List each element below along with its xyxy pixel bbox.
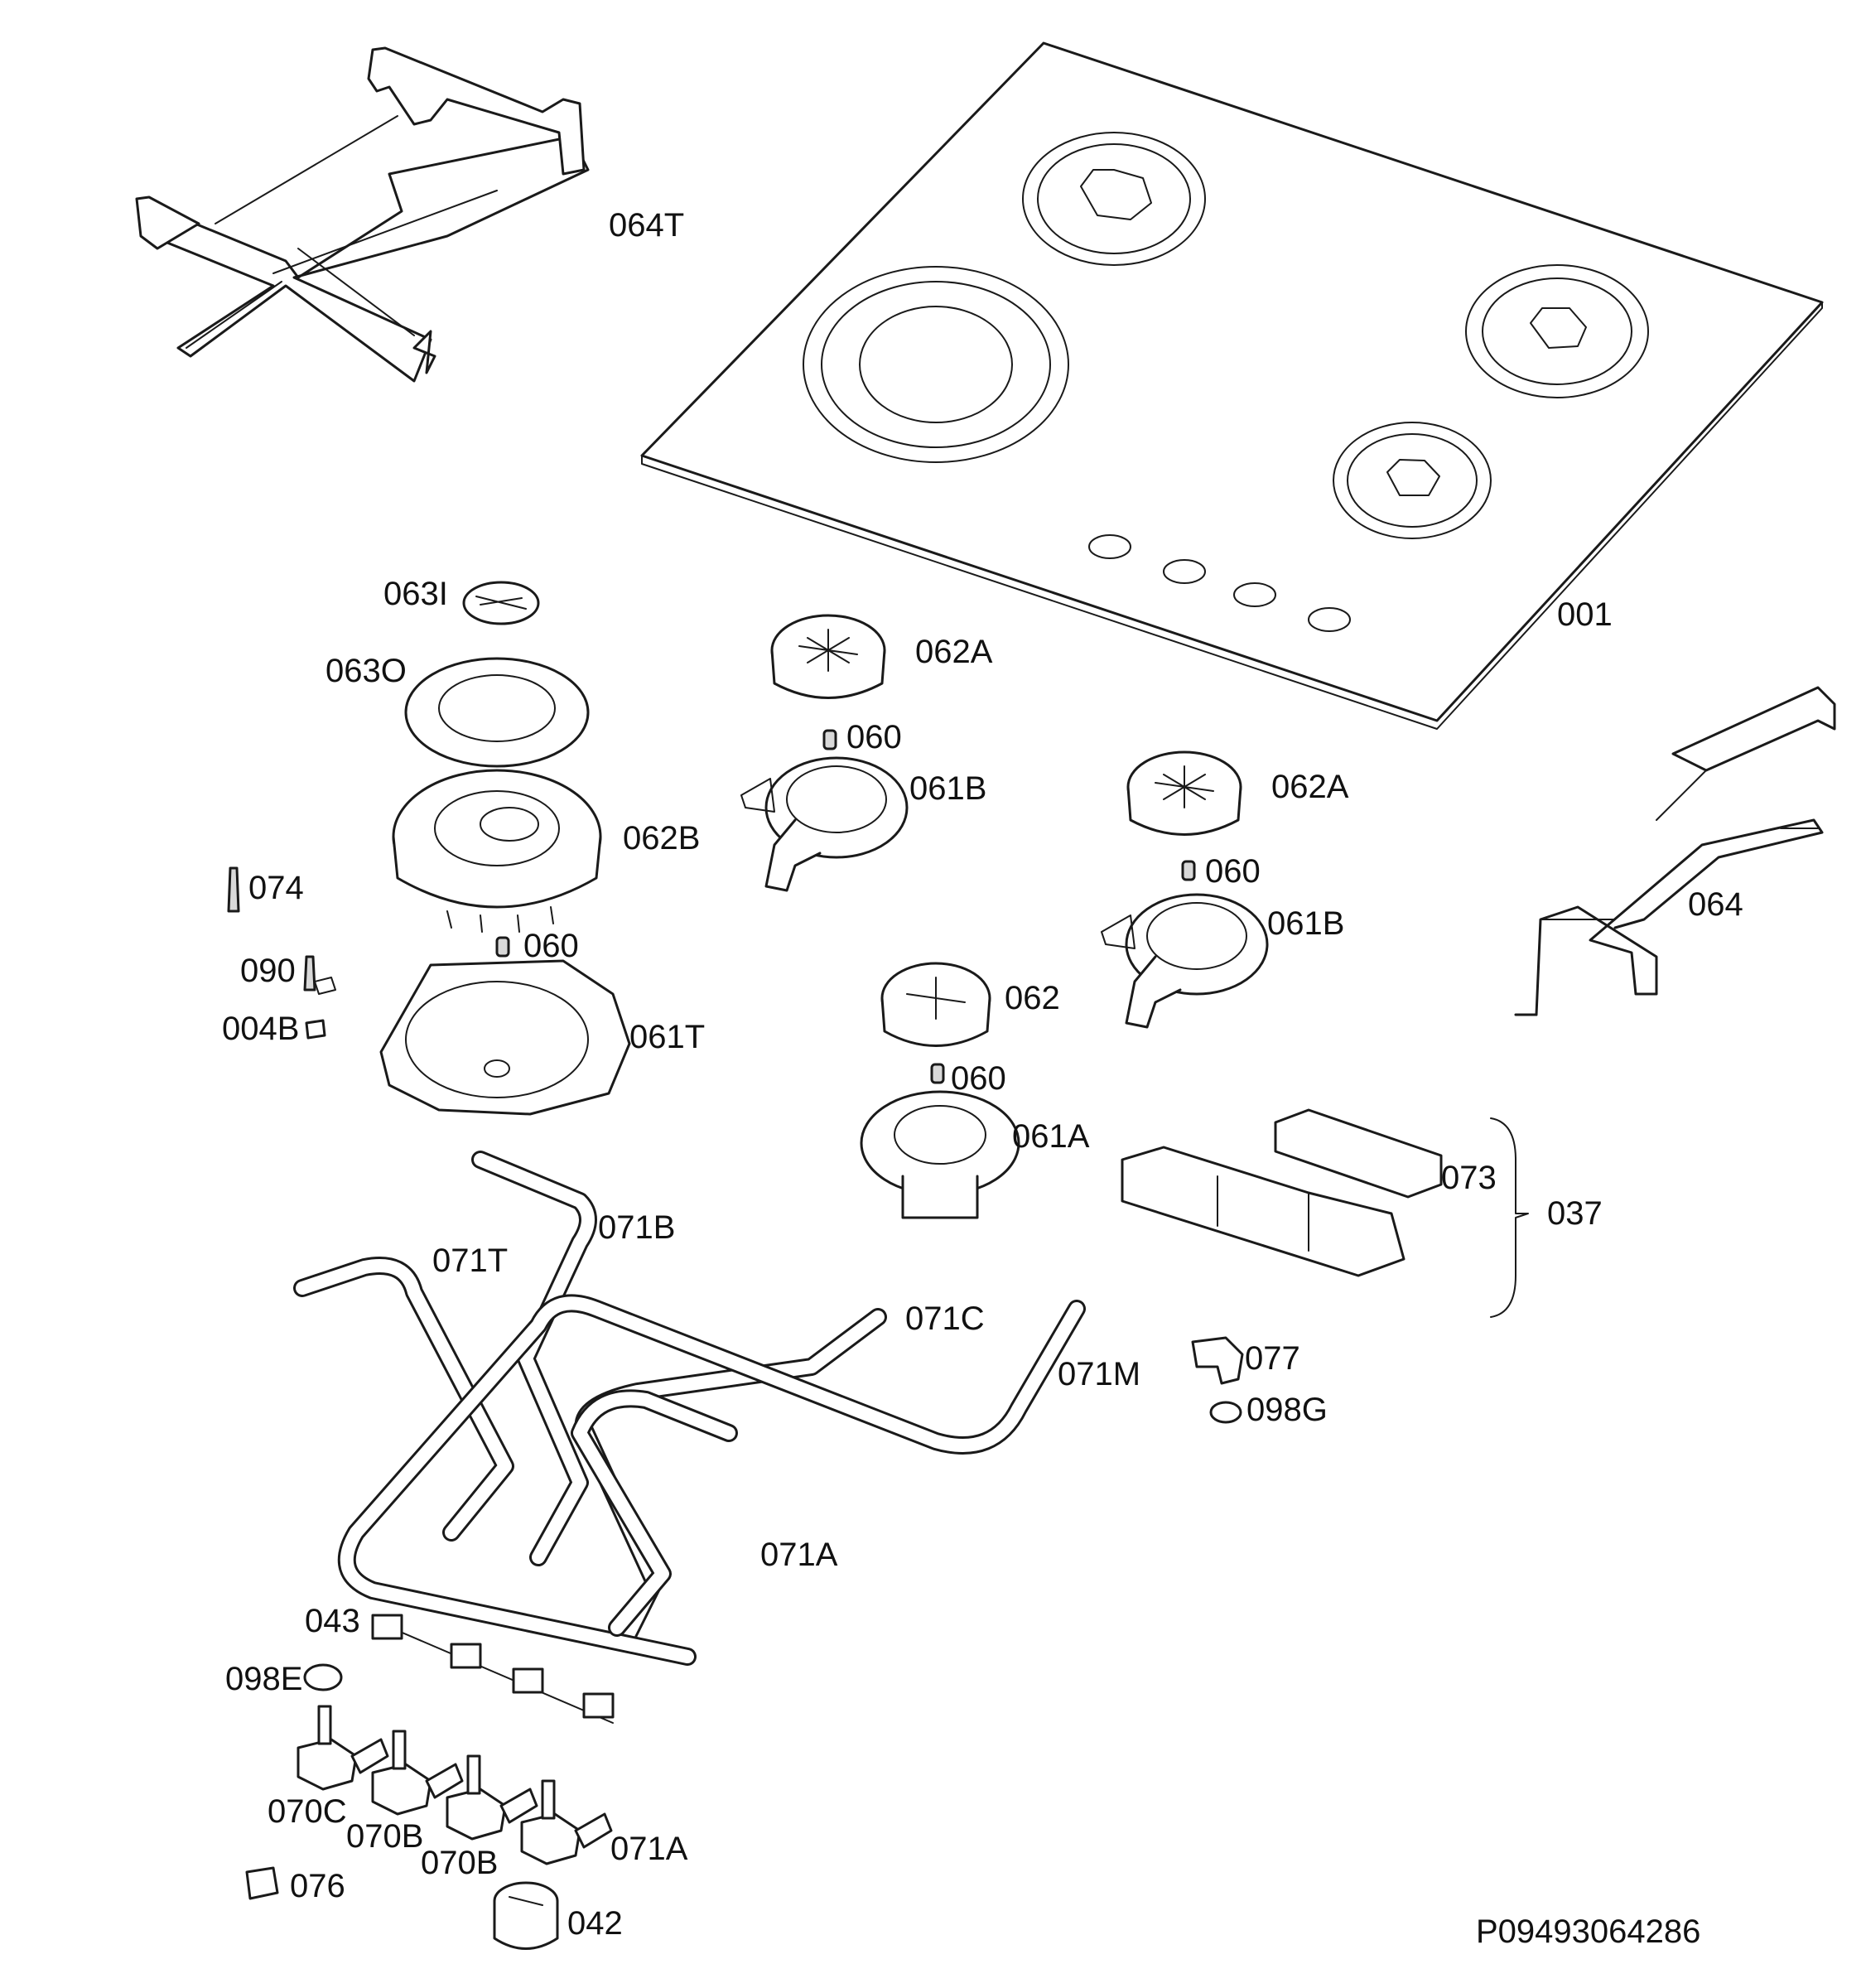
switch-bar-043[interactable] <box>371 1614 615 1724</box>
seal-098E[interactable] <box>303 1663 343 1691</box>
gas-valve-071A[interactable] <box>520 1779 613 1865</box>
label-061A: 061A <box>1012 1118 1090 1155</box>
gas-tube-071B[interactable] <box>471 1151 597 1566</box>
burner-spreader-062B[interactable] <box>392 769 602 933</box>
spark-electrode-074[interactable] <box>227 866 240 913</box>
label-064: 064 <box>1688 886 1743 923</box>
label-042: 042 <box>567 1905 623 1942</box>
label-037: 037 <box>1547 1195 1603 1232</box>
label-073: 073 <box>1441 1160 1497 1196</box>
injector-060-d[interactable] <box>930 1063 945 1084</box>
burner-head-062A-right[interactable] <box>1126 750 1242 836</box>
thermocouple-090[interactable] <box>303 955 336 995</box>
pan-support-064[interactable] <box>1514 686 1836 1016</box>
control-knob-042[interactable] <box>493 1881 559 1950</box>
label-070C: 070C <box>268 1793 347 1830</box>
clip-004B[interactable] <box>305 1019 326 1040</box>
burner-head-062[interactable] <box>880 962 991 1047</box>
label-061B-2: 061B <box>1267 905 1344 942</box>
reference-code: P09493064286 <box>1476 1913 1700 1950</box>
label-071T: 071T <box>432 1242 508 1279</box>
burner-body-061T[interactable] <box>379 959 631 1116</box>
gas-tube-071T[interactable] <box>293 1257 514 1542</box>
label-090: 090 <box>240 953 296 989</box>
label-071A-1: 071A <box>760 1537 838 1573</box>
label-061B-1: 061B <box>909 770 986 807</box>
gas-valve-070B-a[interactable] <box>371 1730 464 1816</box>
burner-ring-063O[interactable] <box>404 657 590 768</box>
burner-cap-063I[interactable] <box>462 581 540 625</box>
burner-body-061B-left[interactable] <box>740 756 909 892</box>
seal-098G[interactable] <box>1209 1401 1242 1424</box>
label-060-4: 060 <box>951 1060 1006 1097</box>
label-062: 062 <box>1005 980 1060 1016</box>
label-070B-1: 070B <box>346 1818 423 1855</box>
label-077: 077 <box>1245 1340 1300 1377</box>
label-076: 076 <box>290 1868 345 1904</box>
clip-076[interactable] <box>245 1866 279 1900</box>
label-098G: 098G <box>1246 1392 1328 1428</box>
hob-top-001[interactable] <box>640 41 1824 730</box>
label-060-1: 060 <box>846 719 902 755</box>
burner-head-062A-top[interactable] <box>770 614 886 699</box>
label-098E: 098E <box>225 1661 302 1697</box>
gas-tube-071M[interactable] <box>337 1294 1086 1666</box>
injector-060-c[interactable] <box>1181 860 1196 881</box>
label-063I: 063I <box>383 576 448 612</box>
label-062A-2: 062A <box>1271 769 1349 805</box>
label-062B: 062B <box>623 820 700 856</box>
label-064T: 064T <box>609 207 684 244</box>
label-061T: 061T <box>629 1019 705 1055</box>
ignition-unit-073[interactable] <box>1121 1108 1443 1277</box>
gas-valve-070B-b[interactable] <box>446 1754 538 1841</box>
label-063O: 063O <box>325 653 407 689</box>
bracket-037 <box>1490 1117 1529 1318</box>
label-070B-2: 070B <box>421 1845 498 1881</box>
pan-support-064T[interactable] <box>135 46 590 383</box>
burner-body-061A[interactable] <box>860 1090 1020 1219</box>
label-062A-1: 062A <box>915 634 993 670</box>
gas-valve-070C[interactable] <box>297 1705 389 1791</box>
elbow-fitting-077[interactable] <box>1191 1336 1244 1385</box>
injector-060-b[interactable] <box>495 936 510 958</box>
burner-body-061B-right[interactable] <box>1101 893 1269 1029</box>
label-043: 043 <box>305 1603 360 1639</box>
label-071B: 071B <box>598 1209 675 1246</box>
label-004B: 004B <box>222 1011 299 1047</box>
gas-tube-071A[interactable] <box>571 1389 738 1637</box>
label-060-2: 060 <box>523 928 579 964</box>
label-074: 074 <box>248 870 304 906</box>
label-071C: 071C <box>905 1300 985 1337</box>
label-071A-2: 071A <box>610 1831 688 1867</box>
label-060-3: 060 <box>1205 853 1261 890</box>
label-071M: 071M <box>1058 1356 1140 1392</box>
label-001: 001 <box>1557 596 1613 633</box>
injector-060-a[interactable] <box>822 729 837 750</box>
